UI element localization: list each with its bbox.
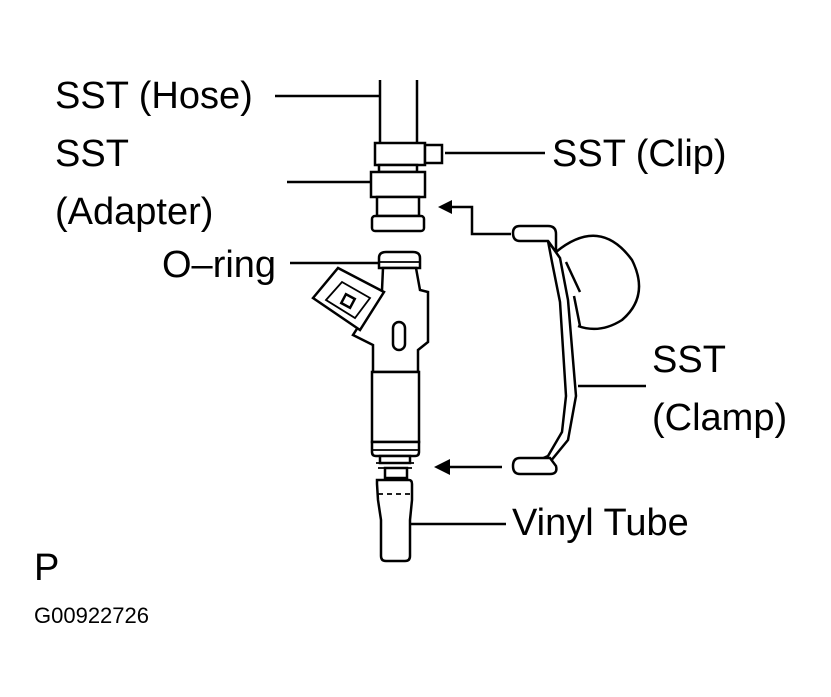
label-vinyl-tube: Vinyl Tube (512, 502, 689, 544)
label-sst-adapter-line1: SST (55, 133, 129, 175)
leader-lines (275, 94, 646, 526)
label-sst-clip: SST (Clip) (552, 133, 727, 175)
fuel-injector (311, 250, 430, 480)
label-corner-letter: P (34, 547, 59, 589)
label-figure-code: G00922726 (34, 603, 149, 628)
sst-clamp (511, 224, 641, 476)
sst-clip (373, 141, 444, 167)
arrow-lower (434, 459, 502, 475)
label-sst-clamp-line1: SST (652, 339, 726, 381)
label-o-ring: O–ring (162, 244, 276, 286)
sst-hose (378, 80, 419, 143)
label-sst-clamp-line2: (Clamp) (652, 397, 787, 439)
arrow-upper (438, 200, 511, 236)
sst-adapter (369, 163, 427, 233)
label-sst-adapter-line2: (Adapter) (55, 191, 213, 233)
label-sst-hose: SST (Hose) (55, 75, 253, 117)
vinyl-tube (375, 478, 414, 563)
